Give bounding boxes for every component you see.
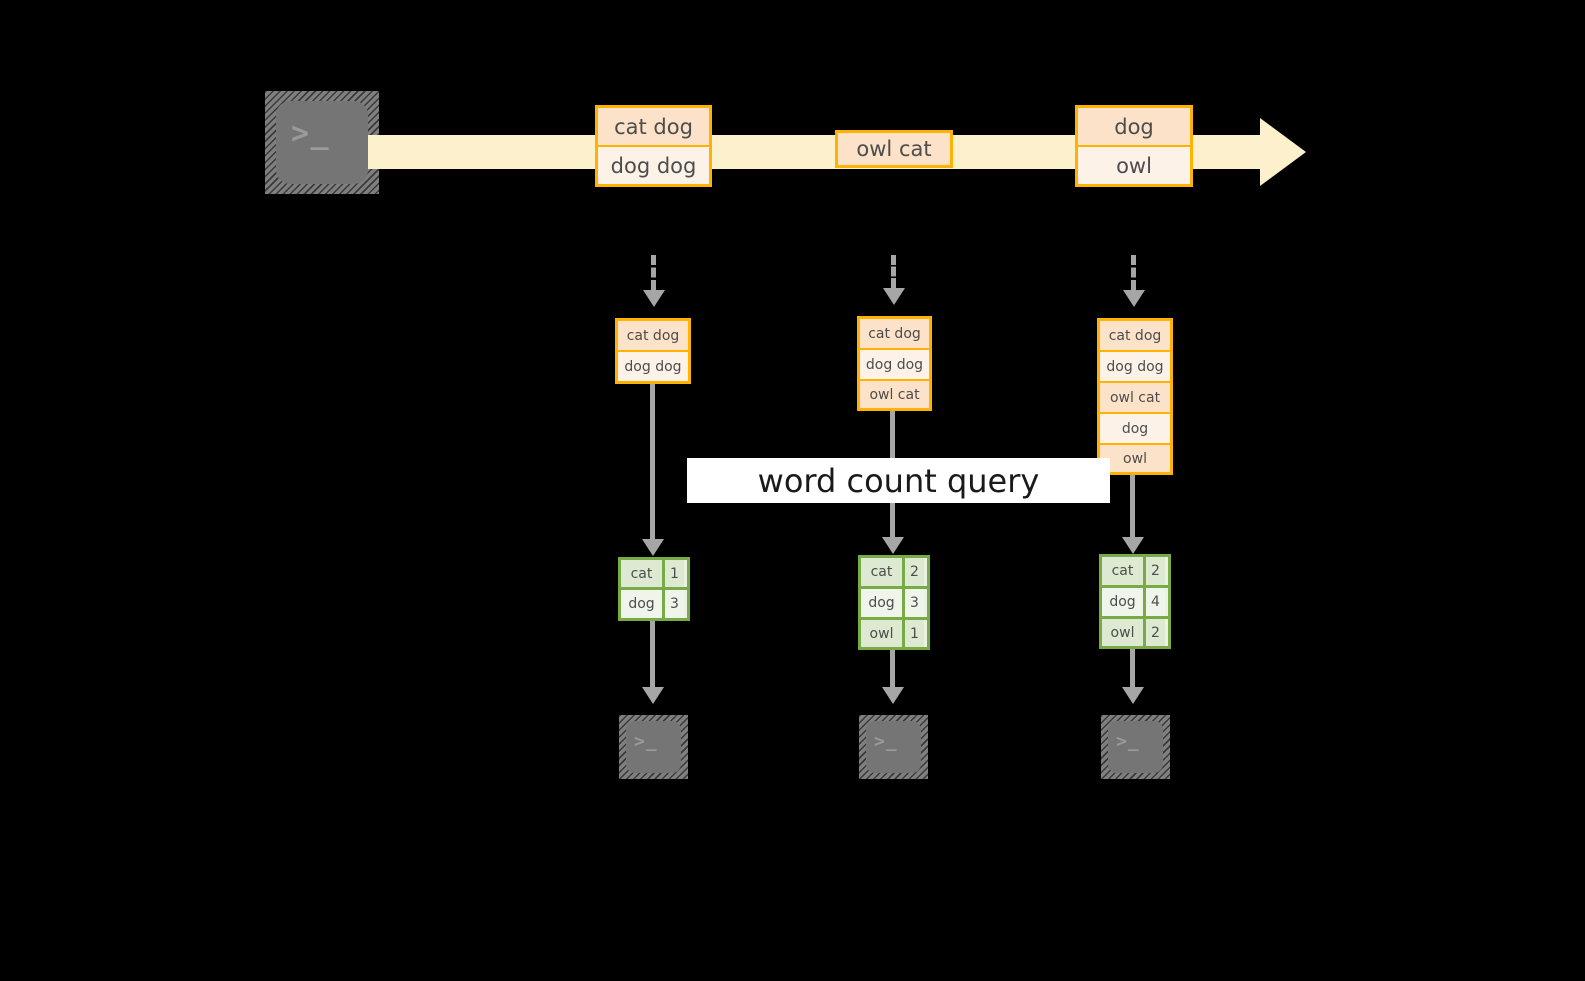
state-line: owl — [1100, 445, 1170, 472]
state-line: dog dog — [860, 350, 929, 381]
result-count: 2 — [905, 558, 924, 586]
stream-to-state-connector-1 — [651, 255, 656, 290]
state-line: dog — [1100, 414, 1170, 445]
stream-record-3: dog owl — [1075, 105, 1193, 187]
result-table-3: cat 2 dog 4 owl 2 — [1099, 554, 1171, 649]
state-line: dog dog — [618, 352, 688, 381]
stream-to-state-connector-2 — [891, 255, 896, 288]
terminal-plate — [626, 721, 681, 773]
result-row: owl 2 — [1102, 619, 1168, 646]
result-to-sink-arrowhead-3 — [1122, 687, 1144, 704]
terminal-plate — [1108, 721, 1163, 773]
terminal-prompt-glyph: >_ — [291, 116, 331, 151]
sink-terminal-1: >_ — [619, 715, 688, 779]
result-table-2: cat 2 dog 3 owl 1 — [858, 555, 930, 650]
stream-record-line: cat dog — [598, 108, 709, 147]
result-word: dog — [861, 589, 905, 617]
state-line: owl cat — [860, 381, 929, 408]
result-count: 2 — [1146, 619, 1165, 646]
accumulated-state-2: cat dog dog dog owl cat — [857, 316, 932, 411]
result-row: cat 2 — [861, 558, 927, 589]
state-line: dog dog — [1100, 352, 1170, 383]
result-row: cat 1 — [621, 560, 687, 590]
result-word: owl — [1102, 619, 1146, 646]
stream-record-line: dog — [1078, 108, 1190, 147]
state-to-result-arrowhead-3 — [1122, 537, 1144, 554]
result-to-sink-arrowhead-1 — [642, 687, 664, 704]
state-line: cat dog — [1100, 321, 1170, 352]
stream-to-state-arrowhead-3 — [1123, 290, 1145, 307]
result-word: dog — [621, 590, 665, 618]
state-line: cat dog — [618, 321, 688, 352]
result-row: cat 2 — [1102, 557, 1168, 588]
sink-terminal-3: >_ — [1101, 715, 1170, 779]
stream-to-state-arrowhead-2 — [883, 288, 905, 305]
result-row: owl 1 — [861, 620, 927, 647]
result-to-sink-connector-3 — [1130, 649, 1135, 687]
stream-record-line: owl cat — [838, 133, 950, 165]
terminal-plate — [866, 721, 921, 773]
result-row: dog 3 — [621, 590, 687, 618]
result-row: dog 3 — [861, 589, 927, 620]
state-to-result-arrowhead-2 — [882, 537, 904, 554]
event-stream-arrowhead — [1260, 118, 1306, 186]
state-to-result-connector-3 — [1130, 475, 1135, 537]
source-terminal-icon: >_ — [265, 91, 379, 194]
result-row: dog 4 — [1102, 588, 1168, 619]
stream-to-state-arrowhead-1 — [643, 290, 665, 307]
state-to-result-connector-1 — [650, 384, 655, 539]
result-count: 3 — [665, 590, 684, 618]
result-count: 1 — [665, 560, 684, 587]
accumulated-state-3: cat dog dog dog owl cat dog owl — [1097, 318, 1173, 475]
result-word: cat — [1102, 557, 1146, 585]
stream-record-2: owl cat — [835, 130, 953, 168]
terminal-prompt-glyph: >_ — [1116, 731, 1140, 752]
terminal-prompt-glyph: >_ — [874, 731, 898, 752]
result-word: cat — [861, 558, 905, 586]
terminal-plate — [276, 101, 368, 184]
result-count: 2 — [1146, 557, 1165, 585]
result-to-sink-connector-1 — [650, 621, 655, 687]
result-count: 1 — [905, 620, 924, 647]
result-word: dog — [1102, 588, 1146, 616]
stream-to-state-connector-3 — [1131, 255, 1136, 290]
stream-record-line: dog dog — [598, 147, 709, 184]
result-word: cat — [621, 560, 665, 587]
state-line: cat dog — [860, 319, 929, 350]
state-to-result-arrowhead-1 — [642, 539, 664, 556]
terminal-prompt-glyph: >_ — [634, 731, 658, 752]
sink-terminal-2: >_ — [859, 715, 928, 779]
result-count: 3 — [905, 589, 924, 617]
stream-record-line: owl — [1078, 147, 1190, 184]
state-line: owl cat — [1100, 383, 1170, 414]
result-to-sink-connector-2 — [890, 650, 895, 687]
result-table-1: cat 1 dog 3 — [618, 557, 690, 621]
result-count: 4 — [1146, 588, 1165, 616]
result-to-sink-arrowhead-2 — [882, 687, 904, 704]
query-label: word count query — [687, 458, 1110, 503]
accumulated-state-1: cat dog dog dog — [615, 318, 691, 384]
stream-record-1: cat dog dog dog — [595, 105, 712, 187]
result-word: owl — [861, 620, 905, 647]
